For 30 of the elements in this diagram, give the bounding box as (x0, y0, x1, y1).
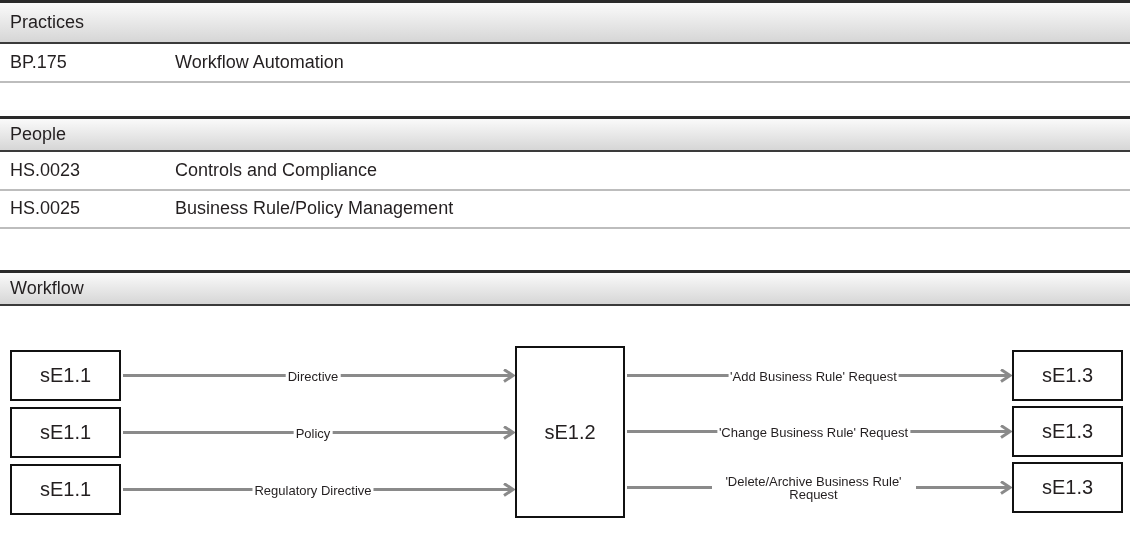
code-text: BP.175 (10, 52, 67, 73)
section-header: Workflow (0, 270, 1130, 306)
process-label: sE1.1 (39, 364, 92, 387)
section-header: People (0, 116, 1130, 152)
edge-label: Regulatory Directive (252, 483, 374, 496)
section-header: Practices (0, 0, 1130, 44)
code-text: HS.0025 (10, 198, 81, 219)
table-text: Controls and Compliance (175, 160, 378, 181)
edge-label: 'Delete/Archive Business Rule' Request (711, 474, 916, 501)
process-label: sE1.3 (1041, 476, 1094, 499)
process-box (10, 464, 121, 515)
edge-label: 'Change Business Rule' Request (716, 425, 911, 438)
process-box (1012, 406, 1123, 457)
table-text: Workflow Automation (175, 52, 344, 73)
process-label: sE1.3 (1041, 364, 1094, 387)
arrow (123, 425, 515, 440)
process-box (515, 346, 625, 518)
process-box (10, 407, 121, 458)
process-label: sE1.1 (39, 421, 92, 444)
process-box (10, 350, 121, 401)
edge-label: Policy (293, 426, 333, 439)
process-label: sE1.3 (1041, 420, 1094, 443)
process-box (1012, 462, 1123, 513)
code-text: HS.0023 (10, 160, 81, 181)
process-label: sE1.1 (39, 478, 92, 501)
process-box (1012, 350, 1123, 401)
edge-label: Directive (285, 369, 341, 382)
edge-label: 'Add Business Rule' Request (728, 369, 899, 382)
process-label: sE1.2 (544, 420, 596, 444)
table-text: Business Rule/Policy Management (175, 198, 454, 219)
